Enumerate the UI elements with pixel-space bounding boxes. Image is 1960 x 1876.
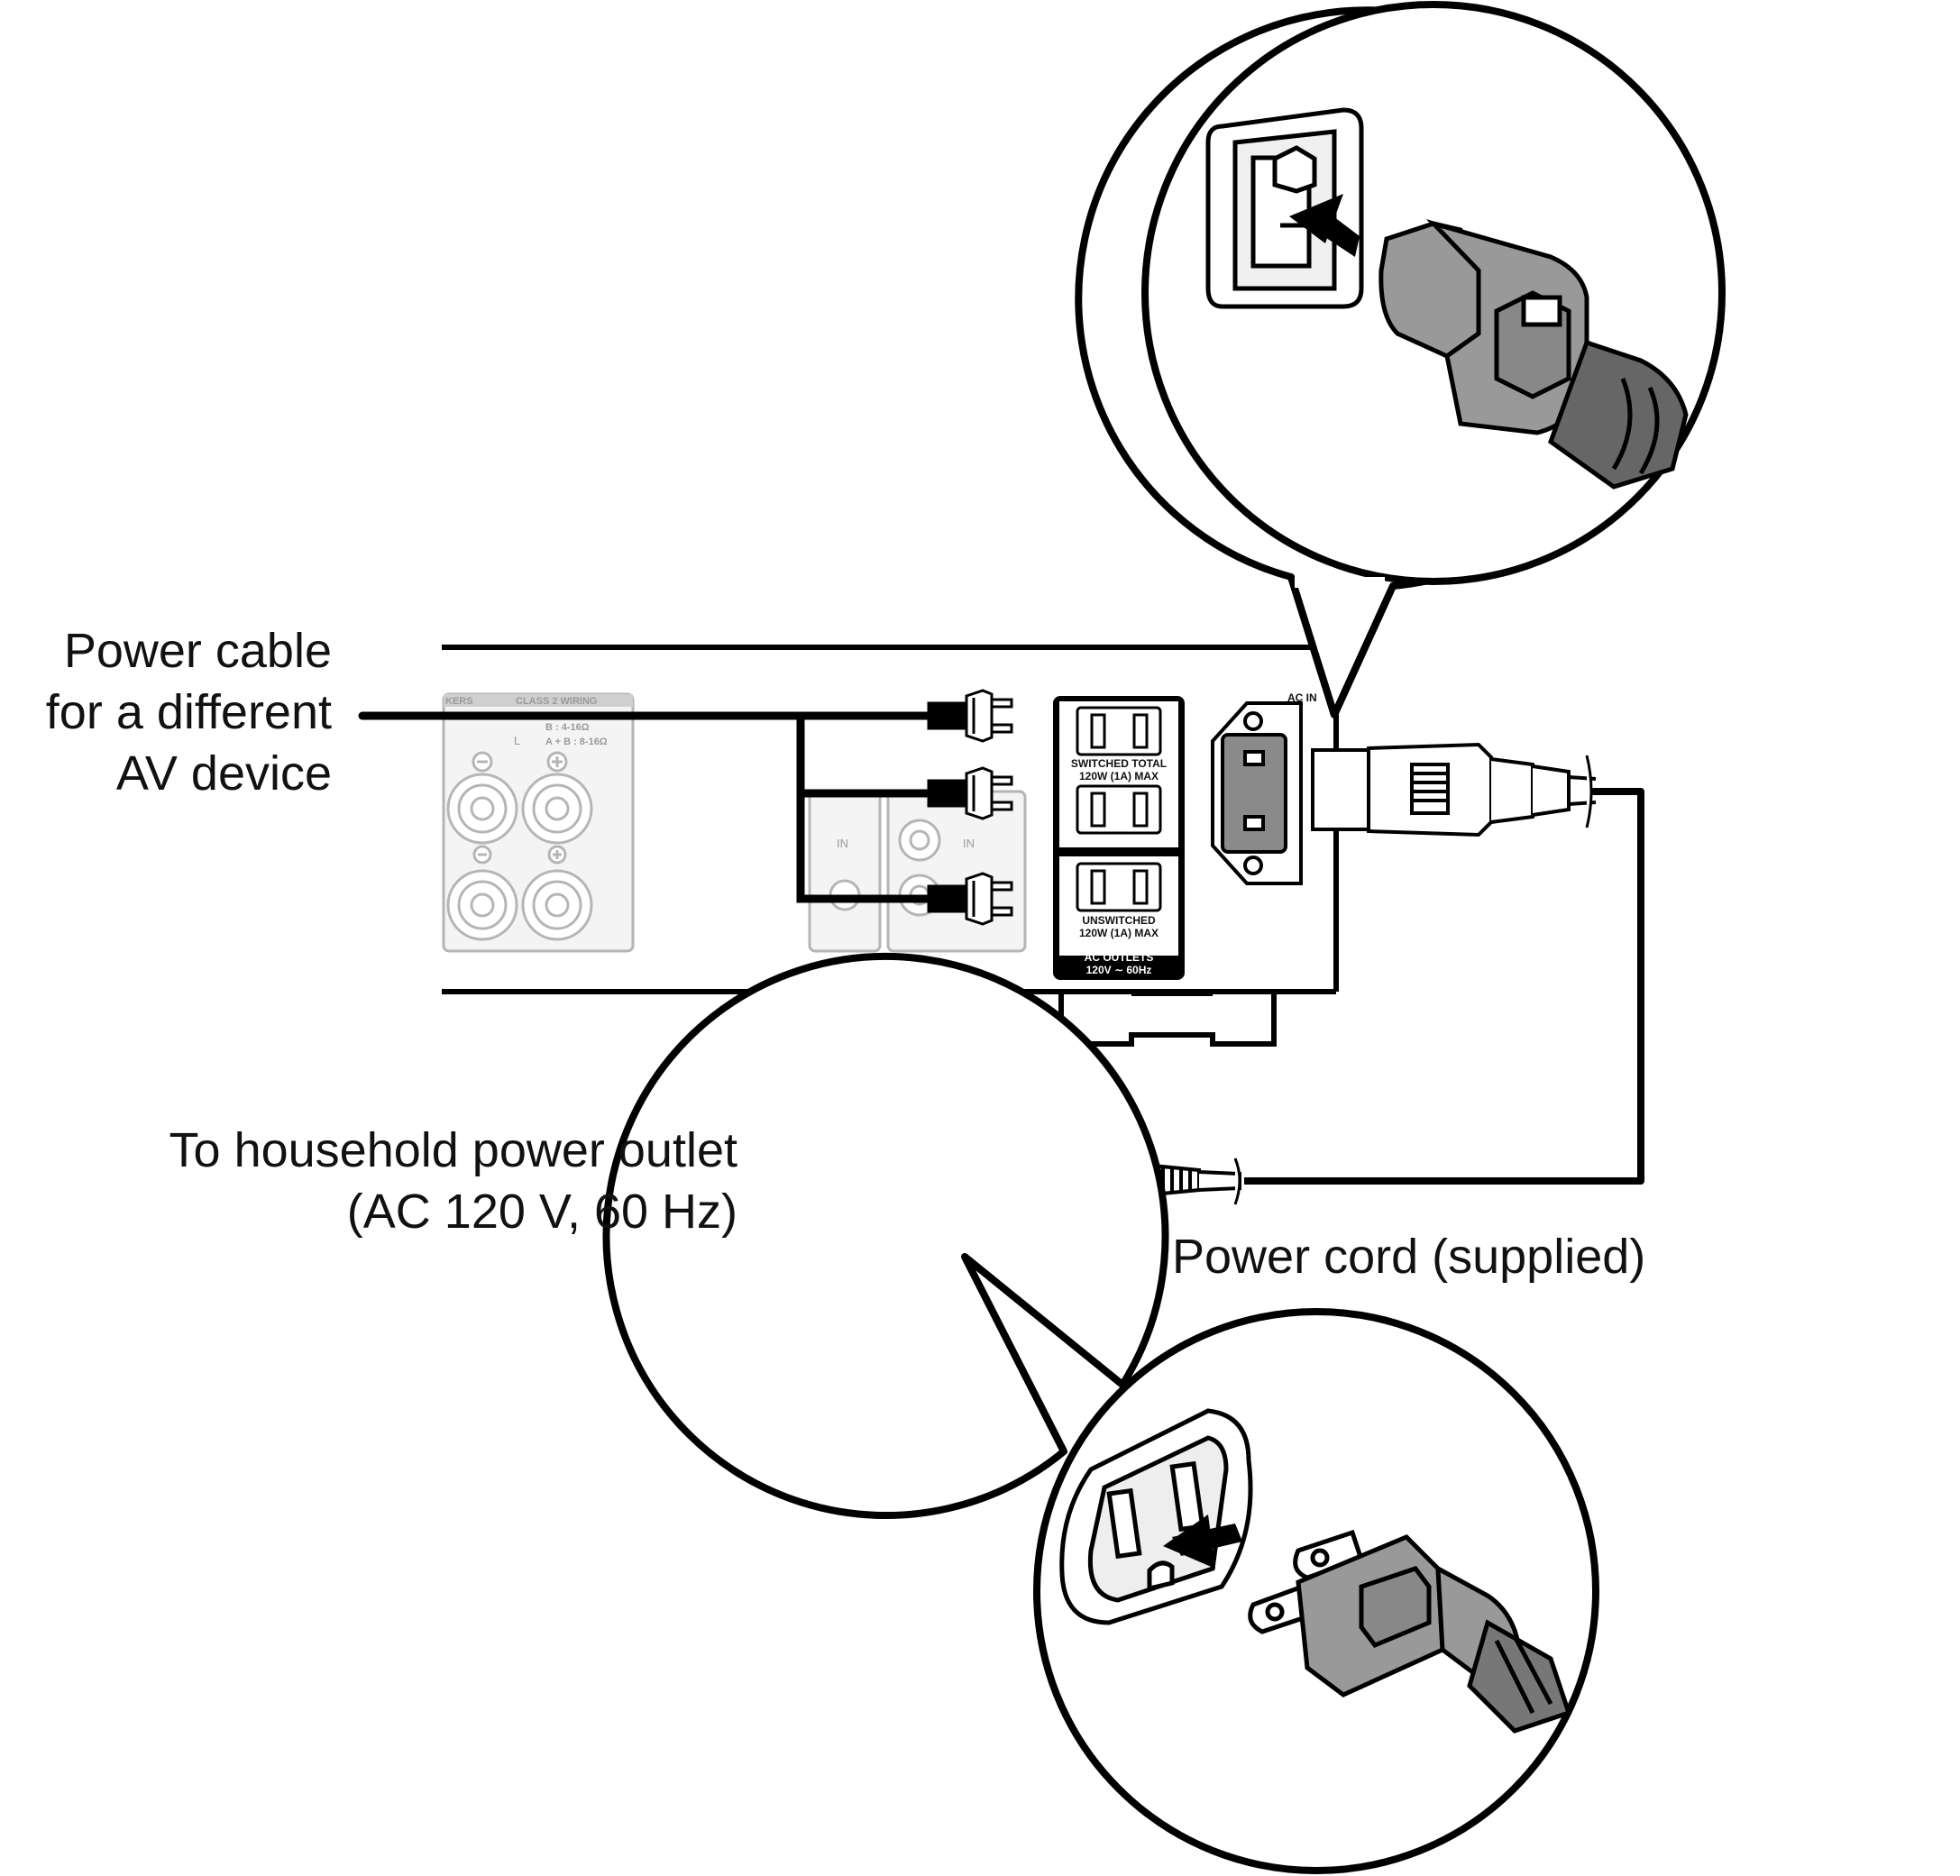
- outlet-detail-callout: [602, 953, 1599, 1874]
- impedance-ab-label: A + B : 8-16Ω: [545, 737, 608, 747]
- power-cable-label-line3: AV device: [116, 746, 332, 801]
- different-av-device-cable: [358, 711, 933, 903]
- switched-rating: 120W (1A) MAX: [1079, 770, 1159, 782]
- power-cable-label-line1: Power cable: [64, 624, 332, 678]
- class2-label: CLASS 2 WIRING: [516, 696, 597, 707]
- av-plug-bottom: [927, 872, 1013, 926]
- ac-outlets-label: AC OUTLETS: [1085, 951, 1154, 964]
- speaker-terminal-panel: KERS CLASS 2 WIRING B : 4-16Ω A + B : 8-…: [442, 692, 635, 953]
- channel-label: L: [514, 734, 520, 747]
- unswitched-label: UNSWITCHED: [1082, 914, 1156, 927]
- unswitched-rating: 120W (1A) MAX: [1079, 927, 1159, 939]
- impedance-b-label: B : 4-16Ω: [545, 722, 590, 733]
- input-label-2: IN: [963, 837, 975, 850]
- av-plug-middle: [927, 766, 1013, 820]
- input-label-1: IN: [837, 837, 848, 850]
- av-plug-top: [927, 689, 1013, 743]
- ac-in-label: AC IN: [1287, 691, 1317, 704]
- power-cable-label-line2: for a different: [46, 685, 332, 739]
- ac-outlets-block: SWITCHED TOTAL 120W (1A) MAX UNSWITCHED …: [1053, 696, 1185, 980]
- inlet-detail-callout: [1075, 1, 1726, 718]
- speakers-label: KERS: [445, 696, 473, 707]
- labels: Power cable for a different AV device To…: [46, 624, 1645, 1284]
- iec-connector: [1311, 742, 1597, 837]
- power-cord-label: Power cord (supplied): [1172, 1230, 1645, 1284]
- outlet-label-line1: To household power outlet: [169, 1123, 737, 1177]
- ac-inlet: AC IN: [1211, 691, 1317, 885]
- outlet-label-line2: (AC 120 V, 60 Hz): [347, 1185, 737, 1239]
- ac-outlets-rating: 120V ∼ 60Hz: [1086, 964, 1152, 976]
- switched-label: SWITCHED TOTAL: [1071, 757, 1167, 770]
- power-cord-supplied: [1244, 788, 1644, 1185]
